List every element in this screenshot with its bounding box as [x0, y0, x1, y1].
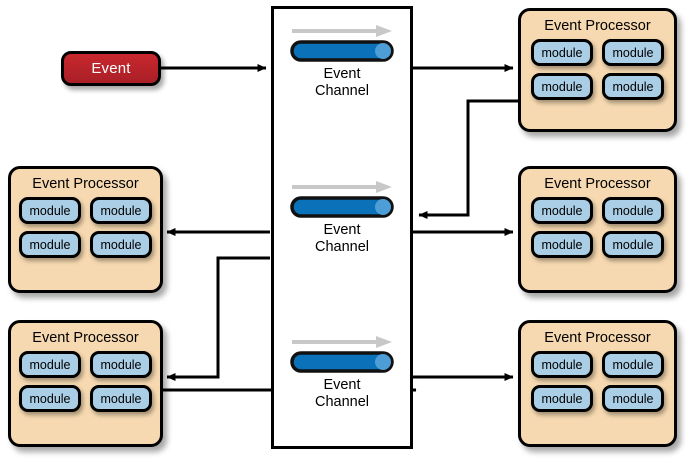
module-grid: module module module module: [19, 197, 152, 258]
channel-pipe-icon: [290, 196, 394, 218]
event-node-label: Event: [91, 60, 131, 77]
module-label: module: [541, 391, 583, 406]
connector-channel-middle-to-processor-bottom-left: [166, 256, 270, 381]
module-label: module: [612, 203, 654, 218]
module-box[interactable]: module: [90, 385, 152, 412]
module-label: module: [29, 357, 71, 372]
module-label: module: [612, 45, 654, 60]
module-box[interactable]: module: [19, 197, 81, 224]
module-label: module: [541, 237, 583, 252]
module-box[interactable]: module: [602, 231, 664, 258]
event-channel-container: [271, 6, 413, 449]
flow-direction-arrow-icon: [292, 181, 392, 193]
event-channel-top-label: Event Channel: [314, 66, 369, 99]
module-label: module: [612, 237, 654, 252]
module-box[interactable]: module: [602, 73, 664, 100]
event-processor-title: Event Processor: [544, 330, 651, 346]
module-box[interactable]: module: [531, 385, 593, 412]
module-box[interactable]: module: [531, 231, 593, 258]
module-grid: module module module module: [531, 351, 664, 412]
module-label: module: [100, 203, 142, 218]
module-label: module: [100, 391, 142, 406]
module-label: module: [100, 357, 142, 372]
module-box[interactable]: module: [531, 351, 593, 378]
event-channel-middle-label: Event Channel: [314, 222, 369, 255]
module-box[interactable]: module: [602, 351, 664, 378]
module-label: module: [612, 79, 654, 94]
module-box[interactable]: module: [531, 73, 593, 100]
module-box[interactable]: module: [19, 231, 81, 258]
connector-processor-top-right-to-channel-middle: [418, 99, 518, 219]
module-box[interactable]: module: [90, 197, 152, 224]
module-label: module: [541, 203, 583, 218]
event-processor-title: Event Processor: [544, 176, 651, 192]
module-grid: module module module module: [19, 351, 152, 412]
module-label: module: [541, 79, 583, 94]
event-channel-middle: Event Channel: [289, 180, 395, 256]
flow-direction-arrow-icon: [292, 336, 392, 348]
module-box[interactable]: module: [531, 197, 593, 224]
module-box[interactable]: module: [19, 385, 81, 412]
channel-pipe-icon: [290, 351, 394, 373]
event-processor-title: Event Processor: [544, 18, 651, 34]
channel-pipe-icon: [290, 40, 394, 62]
event-channel-bottom: Event Channel: [289, 335, 395, 411]
event-channel-top: Event Channel: [289, 24, 395, 100]
module-label: module: [29, 237, 71, 252]
module-label: module: [100, 237, 142, 252]
module-grid: module module module module: [531, 39, 664, 100]
module-grid: module module module module: [531, 197, 664, 258]
flow-direction-arrow-icon: [292, 25, 392, 37]
event-processor-middle-right[interactable]: Event Processor module module module mod…: [518, 166, 677, 293]
event-node[interactable]: Event: [61, 51, 161, 86]
event-processor-bottom-right[interactable]: Event Processor module module module mod…: [518, 320, 677, 447]
module-box[interactable]: module: [531, 39, 593, 66]
module-box[interactable]: module: [90, 351, 152, 378]
module-box[interactable]: module: [602, 197, 664, 224]
event-processor-title: Event Processor: [32, 330, 139, 346]
module-label: module: [541, 45, 583, 60]
event-channel-bottom-label: Event Channel: [314, 377, 369, 410]
event-processor-top-right[interactable]: Event Processor module module module mod…: [518, 8, 677, 132]
module-box[interactable]: module: [19, 351, 81, 378]
module-label: module: [612, 357, 654, 372]
module-box[interactable]: module: [602, 39, 664, 66]
event-processor-title: Event Processor: [32, 176, 139, 192]
event-processor-bottom-left[interactable]: Event Processor module module module mod…: [8, 320, 163, 447]
module-box[interactable]: module: [602, 385, 664, 412]
module-label: module: [29, 203, 71, 218]
module-label: module: [541, 357, 583, 372]
module-label: module: [612, 391, 654, 406]
module-label: module: [29, 391, 71, 406]
event-processor-middle-left[interactable]: Event Processor module module module mod…: [8, 166, 163, 293]
module-box[interactable]: module: [90, 231, 152, 258]
